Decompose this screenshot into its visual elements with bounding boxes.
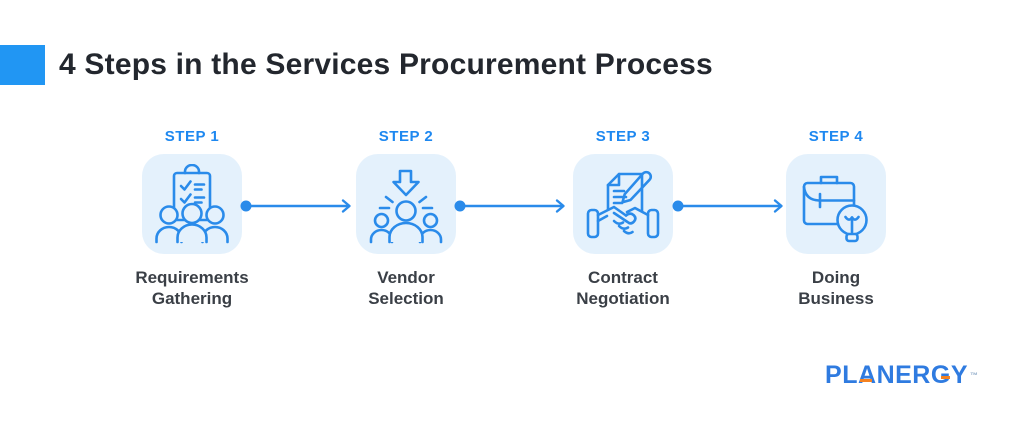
step-4-label: STEP 4 — [808, 128, 864, 145]
step-2-name: Vendor Selection — [321, 267, 491, 309]
handshake-contract-pen-icon — [586, 170, 660, 240]
briefcase-lightbulb-icon — [802, 175, 868, 243]
step-3-name-line1: Contract — [588, 268, 658, 287]
connector-arrow-3 — [672, 198, 790, 214]
planergy-logo: PLANERGY™ — [825, 362, 978, 389]
person-selected-arrow-icon — [369, 169, 443, 244]
step-4-name: Doing Business — [751, 267, 921, 309]
step-4-name-line2: Business — [798, 289, 874, 308]
step-1-name-line2: Gathering — [151, 289, 233, 308]
logo-letter-g: G — [931, 362, 951, 388]
step-2-label: STEP 2 — [378, 128, 434, 145]
arrow-head — [773, 199, 783, 213]
logo-orange-accent-a — [860, 378, 872, 382]
connector-arrow-1 — [240, 198, 358, 214]
step-3-name-line2: Negotiation — [576, 289, 670, 308]
logo-text-pl: PL — [825, 361, 858, 389]
trademark-symbol: ™ — [970, 371, 978, 380]
page-title: 4 Steps in the Services Procurement Proc… — [59, 48, 713, 81]
arrow-head — [341, 199, 351, 213]
step-1-column: STEP 1 — [107, 128, 277, 309]
step-3-name: Contract Negotiation — [538, 267, 708, 309]
step-3-column: STEP 3 — [538, 128, 708, 309]
logo-text-y: Y — [950, 361, 968, 389]
step-2-card — [356, 154, 456, 254]
step-4-card — [786, 154, 886, 254]
connector-arrow-2 — [454, 198, 572, 214]
arrow-head — [555, 199, 565, 213]
step-3-label: STEP 3 — [595, 128, 651, 145]
logo-letter-a: A — [858, 361, 877, 389]
step-1-name: Requirements Gathering — [107, 267, 277, 309]
step-4-column: STEP 4 Doing Business — [751, 128, 921, 309]
step-1-label: STEP 1 — [164, 128, 220, 145]
step-1-name-line1: Requirements — [135, 268, 249, 287]
step-3-card — [573, 154, 673, 254]
step-4-name-line1: Doing — [811, 268, 861, 287]
step-2-column: STEP 2 — [321, 128, 491, 309]
step-2-name-line2: Selection — [368, 289, 444, 308]
clipboard-checklist-team-icon — [155, 164, 229, 244]
step-2-name-line1: Vendor — [377, 268, 435, 287]
logo-text-ner: NER — [876, 361, 931, 389]
title-accent-bar — [0, 45, 45, 85]
step-1-card — [142, 154, 242, 254]
logo-orange-accent-g — [940, 375, 950, 379]
